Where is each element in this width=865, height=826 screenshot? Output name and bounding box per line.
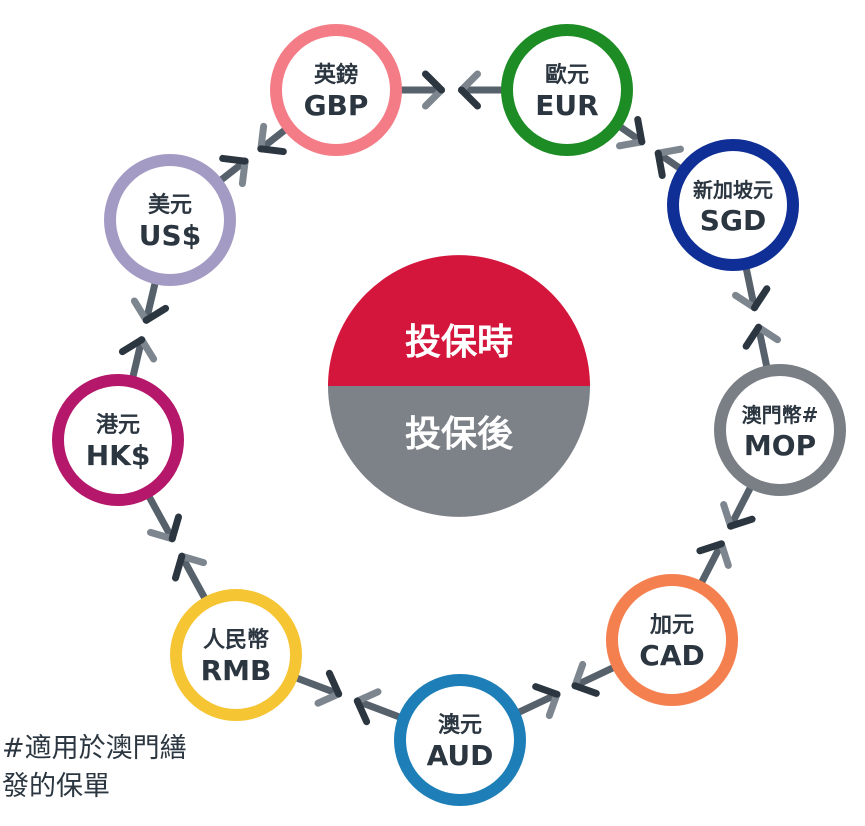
- currency-name-zh: 澳門幣#: [742, 403, 819, 427]
- currency-name-zh: 澳元: [438, 712, 482, 738]
- double-arrow-icon: [118, 336, 158, 384]
- double-arrow-icon: [171, 552, 210, 605]
- double-arrow-icon: [290, 669, 343, 707]
- double-arrow-icon: [720, 481, 756, 530]
- currency-code: HK$: [86, 439, 151, 472]
- double-arrow-icon: [130, 276, 170, 324]
- footnote-line-2: 發的保單: [2, 771, 110, 802]
- center-bottom-label: 投保後: [405, 414, 514, 455]
- currency-name-zh: 加元: [649, 613, 694, 638]
- currency-name-zh: 人民幣: [203, 627, 269, 653]
- double-arrow-icon: [742, 323, 781, 373]
- currency-code: SGD: [700, 204, 766, 237]
- center-circle: 投保時 投保後: [328, 255, 590, 517]
- footnote-line-1: #適用於澳門繕: [2, 733, 187, 764]
- double-arrow-icon: [215, 154, 249, 188]
- currency-code: AUD: [427, 739, 494, 772]
- double-arrow-icon: [458, 70, 509, 110]
- currency-node-mop: 澳門幣#MOP: [714, 364, 846, 496]
- center-bottom-half: [328, 386, 590, 517]
- footnote: #適用於澳門繕 發的保單: [2, 730, 232, 806]
- double-arrow-icon: [394, 70, 445, 110]
- double-arrow-icon: [614, 116, 646, 150]
- currency-name-zh: 港元: [96, 413, 140, 438]
- double-arrow-icon: [571, 660, 620, 697]
- currency-code: CAD: [639, 639, 704, 672]
- center-top-half: [328, 255, 590, 386]
- double-arrow-icon: [353, 688, 406, 726]
- currency-code: GBP: [304, 89, 369, 122]
- double-arrow-icon: [732, 262, 771, 312]
- currency-code: EUR: [535, 89, 598, 122]
- currency-name-zh: 英鎊: [314, 62, 358, 88]
- currency-code: MOP: [744, 429, 816, 462]
- currency-code: RMB: [201, 654, 272, 687]
- currency-name-zh: 歐元: [545, 62, 589, 88]
- currency-name-zh: 新加坡元: [693, 178, 773, 202]
- currency-name-zh: 美元: [148, 192, 192, 218]
- center-top-label: 投保時: [405, 322, 513, 363]
- double-arrow-icon: [144, 490, 183, 543]
- double-arrow-icon: [512, 683, 561, 720]
- double-arrow-icon: [654, 145, 686, 179]
- currency-code: US$: [139, 219, 201, 252]
- double-arrow-icon: [696, 540, 732, 589]
- arrows-layer: [118, 70, 781, 726]
- double-arrow-icon: [257, 122, 291, 156]
